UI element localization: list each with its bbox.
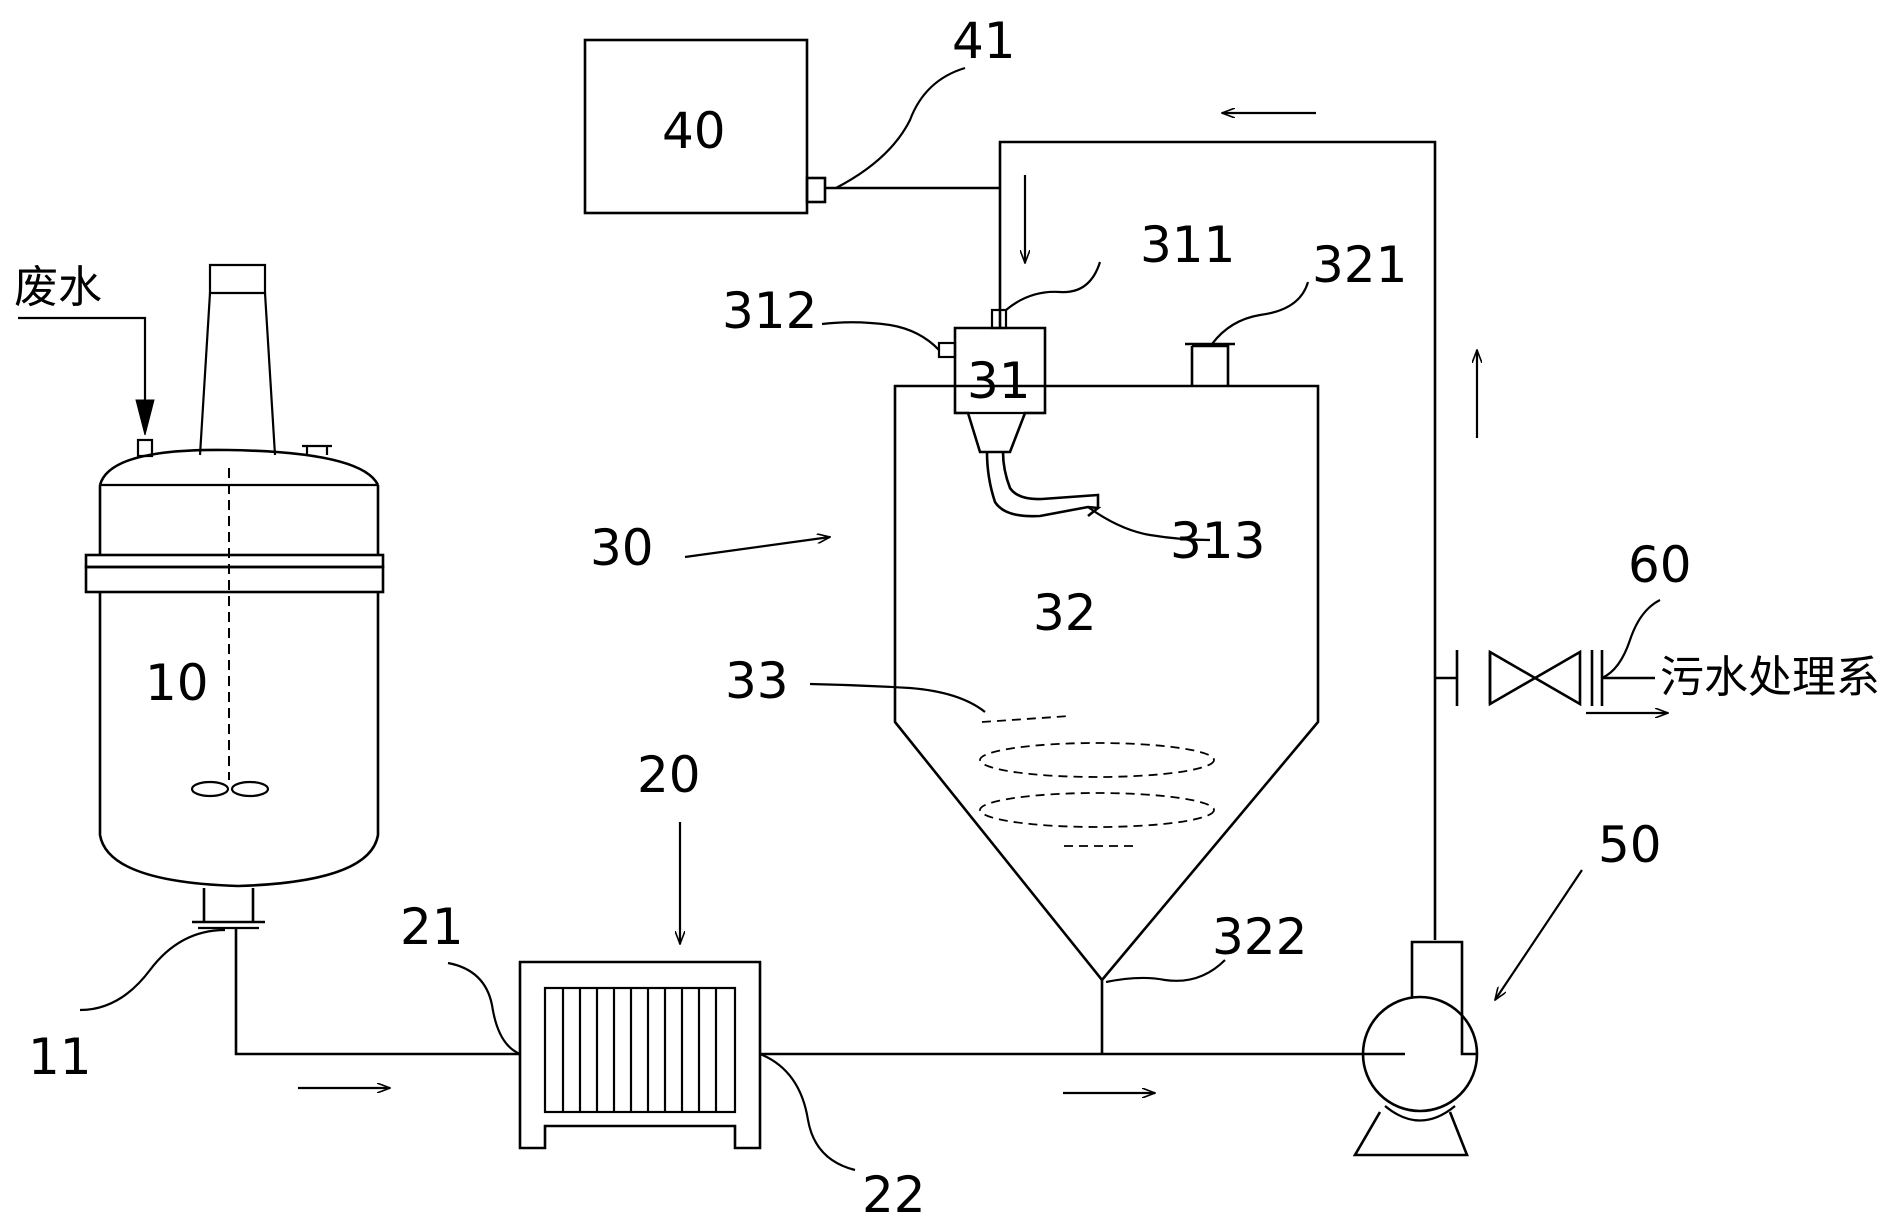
label-50: 50 xyxy=(1598,816,1662,874)
label-11: 11 xyxy=(28,1028,92,1086)
label-20: 20 xyxy=(637,746,701,804)
wastewater-label: 废水 xyxy=(14,262,102,313)
sewage-system-label: 污水处理系统 xyxy=(1660,652,1880,703)
label-33: 33 xyxy=(725,652,789,710)
label-31: 31 xyxy=(967,352,1031,410)
storage-tank xyxy=(583,38,827,215)
reactor-tank xyxy=(84,263,385,930)
label-32: 32 xyxy=(1033,584,1097,642)
pump xyxy=(1352,940,1479,1157)
label-22: 22 xyxy=(862,1166,926,1223)
label-60: 60 xyxy=(1628,536,1692,594)
filter-press xyxy=(518,960,762,1150)
cyclone-separator xyxy=(937,308,1102,518)
label-21: 21 xyxy=(400,898,464,956)
label-40: 40 xyxy=(662,102,726,160)
piping xyxy=(234,140,1655,1056)
label-41: 41 xyxy=(952,12,1016,70)
label-311: 311 xyxy=(1140,216,1235,274)
label-10: 10 xyxy=(145,654,209,712)
flow-arrows xyxy=(298,113,1668,1093)
labels: 10 11 20 21 22 30 31 311 312 313 32 321 … xyxy=(28,12,1880,1224)
valve xyxy=(1488,649,1582,707)
label-321: 321 xyxy=(1312,236,1407,294)
label-30: 30 xyxy=(590,519,654,577)
leader-lines xyxy=(79,66,1661,1172)
wastewater-inlet: 废水 xyxy=(14,262,155,436)
separation-tank xyxy=(893,342,1320,983)
label-313: 313 xyxy=(1170,512,1265,570)
label-322: 322 xyxy=(1212,908,1307,966)
label-312: 312 xyxy=(722,282,817,340)
